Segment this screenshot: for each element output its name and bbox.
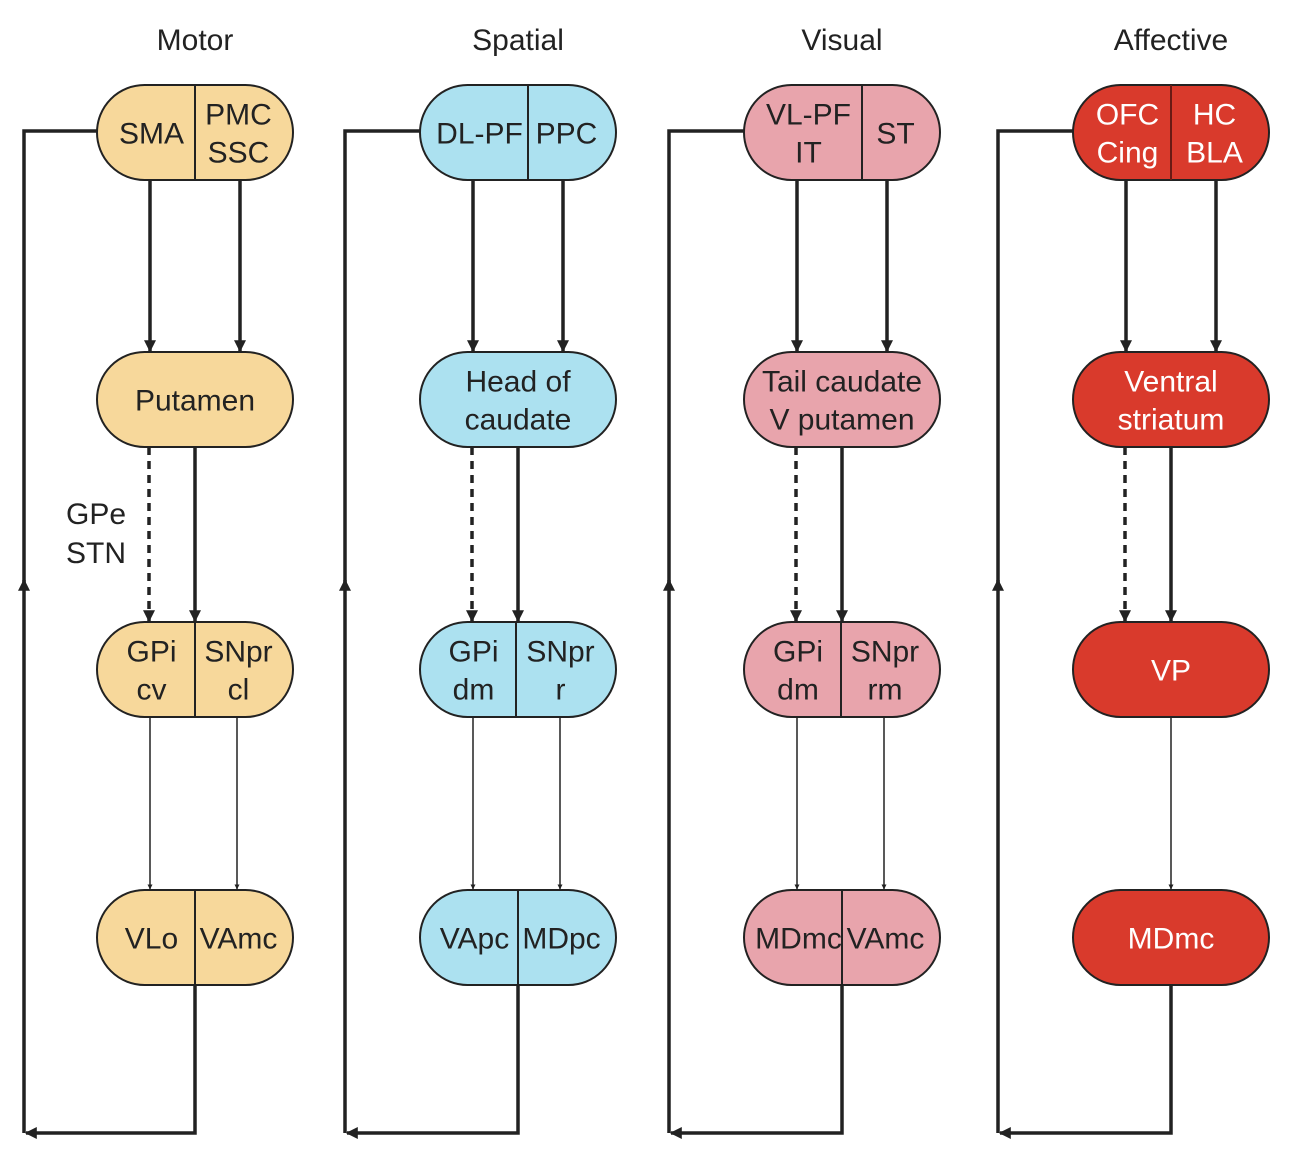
feedback-return-line xyxy=(996,129,1073,585)
node-label: VLo xyxy=(125,923,178,956)
node-label: GPi xyxy=(126,636,176,669)
node-label: Head of xyxy=(465,366,571,399)
node-label: r xyxy=(556,674,566,707)
node-label: cv xyxy=(137,674,167,707)
node-label: MDmc xyxy=(1128,923,1215,956)
node-label: IT xyxy=(795,137,822,170)
node-label: DL-PF xyxy=(436,118,523,151)
node-label: SSC xyxy=(208,137,270,170)
node-label: OFC xyxy=(1096,99,1159,132)
node-label: Putamen xyxy=(135,385,255,418)
node-row-2: Putamen xyxy=(96,351,294,448)
node-label: VL-PF xyxy=(766,99,851,132)
node-row-1: OFC Cing HC BLA xyxy=(1072,84,1270,181)
feedback-arrow xyxy=(24,985,197,1139)
node-row-1: SMA PMC SSC xyxy=(96,84,294,181)
node-label: HC xyxy=(1193,99,1236,132)
node-label: GPi xyxy=(448,636,498,669)
node-row-3: GPi dm SNpr r xyxy=(419,621,617,718)
node-row-2: Head of caudate xyxy=(419,351,617,448)
node-label: SMA xyxy=(119,118,184,151)
node-row-4: MDmc xyxy=(1072,889,1270,986)
node-label: SNpr xyxy=(851,636,919,669)
node-label: PMC xyxy=(205,99,272,132)
node-label: cl xyxy=(228,674,250,707)
node-label: Ventral xyxy=(1124,366,1217,399)
node-row-3: VP xyxy=(1072,621,1270,718)
node-row-1: DL-PF PPC xyxy=(419,84,617,181)
node-label: dm xyxy=(453,674,495,707)
node-label: Cing xyxy=(1097,137,1159,170)
node-label: MDmc xyxy=(755,923,842,956)
indirect-pathway-label: STN xyxy=(66,537,126,570)
node-row-3: GPi dm SNpr rm xyxy=(743,621,941,718)
node-label: PPC xyxy=(536,118,598,151)
node-label: ST xyxy=(876,118,914,151)
node-label: caudate xyxy=(465,404,572,437)
node-label: SNpr xyxy=(204,636,272,669)
feedback-arrow xyxy=(998,985,1173,1139)
node-label: SNpr xyxy=(526,636,594,669)
node-row-2: Tail caudate V putamen xyxy=(743,351,941,448)
feedback-return-line xyxy=(22,129,97,585)
node-label: VApc xyxy=(440,923,509,956)
column-title: Motor xyxy=(157,24,234,57)
node-label: GPi xyxy=(773,636,823,669)
node-label: VAmc xyxy=(200,923,278,956)
feedback-arrow xyxy=(669,985,844,1139)
node-row-2: Ventral striatum xyxy=(1072,351,1270,448)
node-label: V putamen xyxy=(769,404,914,437)
node-label: VAmc xyxy=(847,923,925,956)
node-label: BLA xyxy=(1186,137,1243,170)
feedback-return-line xyxy=(343,129,420,585)
node-row-4: VLo VAmc xyxy=(96,889,294,986)
node-label: MDpc xyxy=(522,923,600,956)
node-row-1: VL-PF IT ST xyxy=(743,84,941,181)
feedback-return-line xyxy=(667,129,744,585)
node-row-4: VApc MDpc xyxy=(419,889,617,986)
column-title: Affective xyxy=(1114,24,1229,57)
node-label: Tail caudate xyxy=(762,366,922,399)
node-row-3: GPi cv SNpr cl xyxy=(96,621,294,718)
column-title: Spatial xyxy=(472,24,564,57)
feedback-arrow xyxy=(345,985,520,1139)
indirect-pathway-label: GPe xyxy=(66,498,126,531)
column-title: Visual xyxy=(801,24,882,57)
node-label: striatum xyxy=(1118,404,1225,437)
node-label: VP xyxy=(1151,655,1191,688)
node-label: dm xyxy=(777,674,819,707)
node-label: rm xyxy=(868,674,903,707)
